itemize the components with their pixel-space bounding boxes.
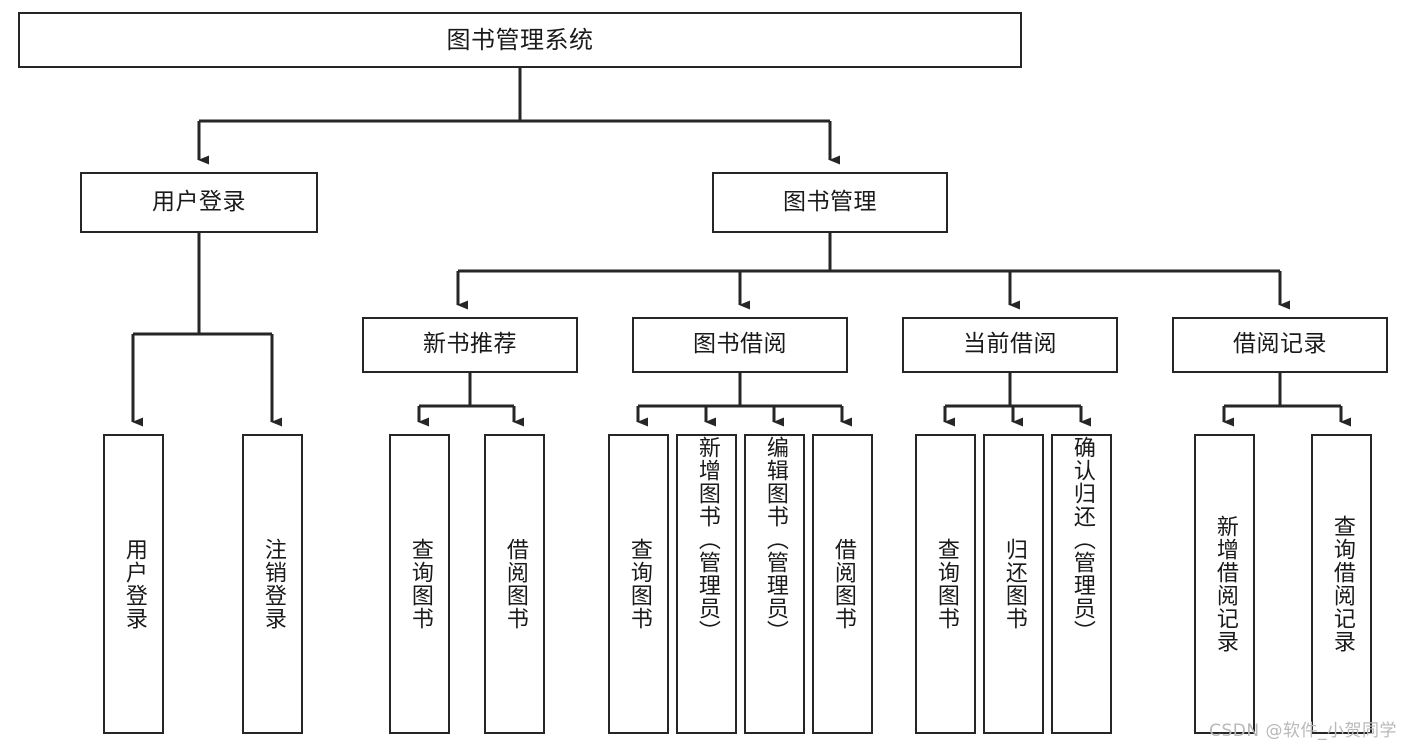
node-book-borrow-label: 图书借阅	[693, 331, 787, 358]
node-root-book-management-system[interactable]: 图书管理系统	[18, 12, 1022, 68]
node-leaf-confirm-return[interactable]: 确认归还（管理员）	[1051, 434, 1112, 734]
node-borrow-record[interactable]: 借阅记录	[1172, 317, 1388, 373]
node-leaf-add-record-label: 新增借阅记录	[1212, 515, 1238, 653]
node-leaf-return-book[interactable]: 归还图书	[983, 434, 1044, 734]
node-leaf-return-book-label: 归还图书	[1001, 538, 1027, 630]
node-book-management-label: 图书管理	[783, 188, 877, 215]
node-leaf-edit-book-label: 编辑图书（管理员）	[762, 436, 788, 643]
node-new-book-recommend-label: 新书推荐	[423, 331, 517, 358]
node-leaf-user-login[interactable]: 用户登录	[103, 434, 164, 734]
node-leaf-query-book-1[interactable]: 查询图书	[389, 434, 450, 734]
node-book-borrow[interactable]: 图书借阅	[632, 317, 848, 373]
node-leaf-query-book-2[interactable]: 查询图书	[608, 434, 669, 734]
node-current-borrow[interactable]: 当前借阅	[902, 317, 1118, 373]
node-leaf-edit-book[interactable]: 编辑图书（管理员）	[744, 434, 805, 734]
node-leaf-logout[interactable]: 注销登录	[242, 434, 303, 734]
node-leaf-query-book-3[interactable]: 查询图书	[915, 434, 976, 734]
node-book-management[interactable]: 图书管理	[712, 172, 948, 233]
node-user-login[interactable]: 用户登录	[80, 172, 318, 233]
node-leaf-borrow-book-2[interactable]: 借阅图书	[812, 434, 873, 734]
node-user-login-label: 用户登录	[152, 188, 246, 215]
node-leaf-logout-label: 注销登录	[260, 538, 286, 630]
node-root-label: 图书管理系统	[446, 25, 594, 54]
node-current-borrow-label: 当前借阅	[963, 331, 1057, 358]
node-leaf-query-record-label: 查询借阅记录	[1329, 515, 1355, 653]
node-leaf-query-book-1-label: 查询图书	[407, 538, 433, 630]
node-leaf-borrow-book-2-label: 借阅图书	[830, 538, 856, 630]
node-leaf-borrow-book-1-label: 借阅图书	[502, 538, 528, 630]
node-new-book-recommend[interactable]: 新书推荐	[362, 317, 578, 373]
node-borrow-record-label: 借阅记录	[1233, 331, 1327, 358]
node-leaf-add-record[interactable]: 新增借阅记录	[1194, 434, 1255, 734]
node-leaf-query-book-2-label: 查询图书	[626, 538, 652, 630]
node-leaf-add-book-label: 新增图书（管理员）	[694, 436, 720, 643]
node-leaf-confirm-return-label: 确认归还（管理员）	[1069, 436, 1095, 643]
node-leaf-query-record[interactable]: 查询借阅记录	[1311, 434, 1372, 734]
node-leaf-borrow-book-1[interactable]: 借阅图书	[484, 434, 545, 734]
node-leaf-query-book-3-label: 查询图书	[933, 538, 959, 630]
node-leaf-user-login-label: 用户登录	[121, 538, 147, 630]
node-leaf-add-book[interactable]: 新增图书（管理员）	[676, 434, 737, 734]
